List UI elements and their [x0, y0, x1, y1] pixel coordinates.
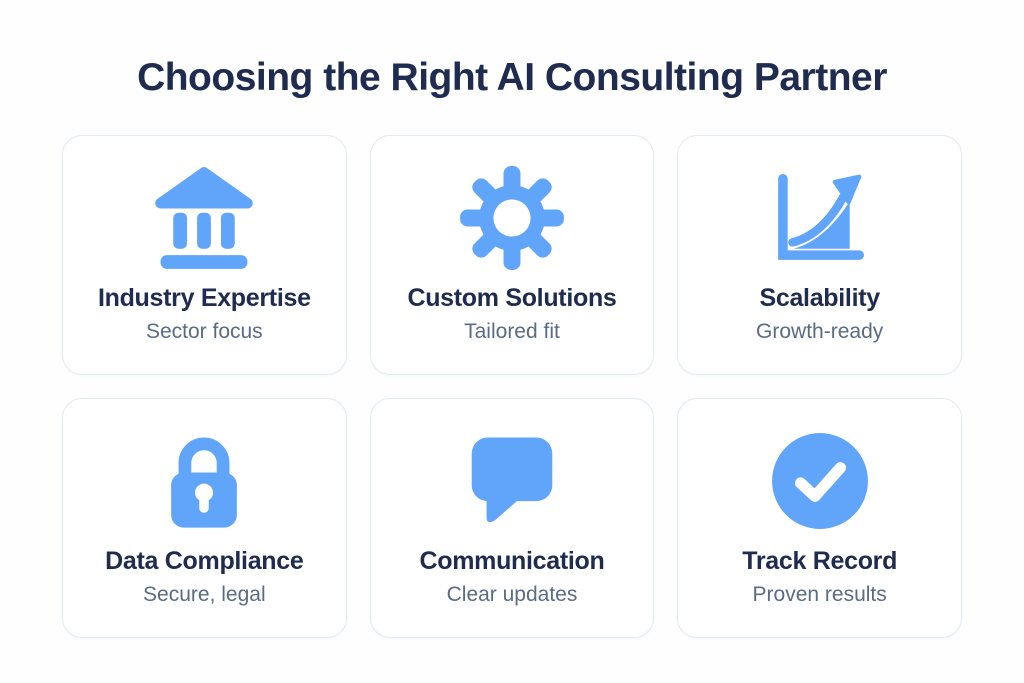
card-scalability: Scalability Growth-ready: [677, 134, 962, 375]
card-data-compliance: Data Compliance Secure, legal: [62, 397, 347, 638]
card-heading: Custom Solutions: [407, 283, 617, 312]
card-subtitle: Proven results: [752, 582, 887, 606]
page-title: Choosing the Right AI Consulting Partner: [137, 56, 887, 99]
card-subtitle: Growth-ready: [756, 319, 884, 343]
feature-card-grid: Industry Expertise Sector focus: [0, 134, 1024, 638]
card-heading: Data Compliance: [105, 546, 304, 575]
card-custom-solutions: Custom Solutions Tailored fit: [369, 134, 655, 375]
card-subtitle: Clear updates: [446, 582, 578, 606]
card-track-record: Track Record Proven results: [677, 397, 962, 638]
speech-bubble-icon: [459, 428, 565, 534]
card-industry-expertise: Industry Expertise Sector focus: [62, 134, 347, 375]
card-subtitle: Secure, legal: [143, 582, 266, 606]
card-heading: Track Record: [742, 546, 898, 575]
growth-chart-icon: [767, 165, 873, 271]
card-subtitle: Tailored fit: [464, 319, 560, 343]
lock-icon: [151, 428, 257, 534]
check-circle-icon: [767, 428, 873, 534]
gear-icon: [459, 165, 565, 271]
card-heading: Communication: [419, 546, 605, 575]
bank-icon: [151, 165, 257, 271]
card-subtitle: Sector focus: [145, 319, 263, 343]
card-heading: Scalability: [759, 283, 880, 312]
card-heading: Industry Expertise: [97, 283, 311, 312]
card-communication: Communication Clear updates: [369, 397, 655, 638]
